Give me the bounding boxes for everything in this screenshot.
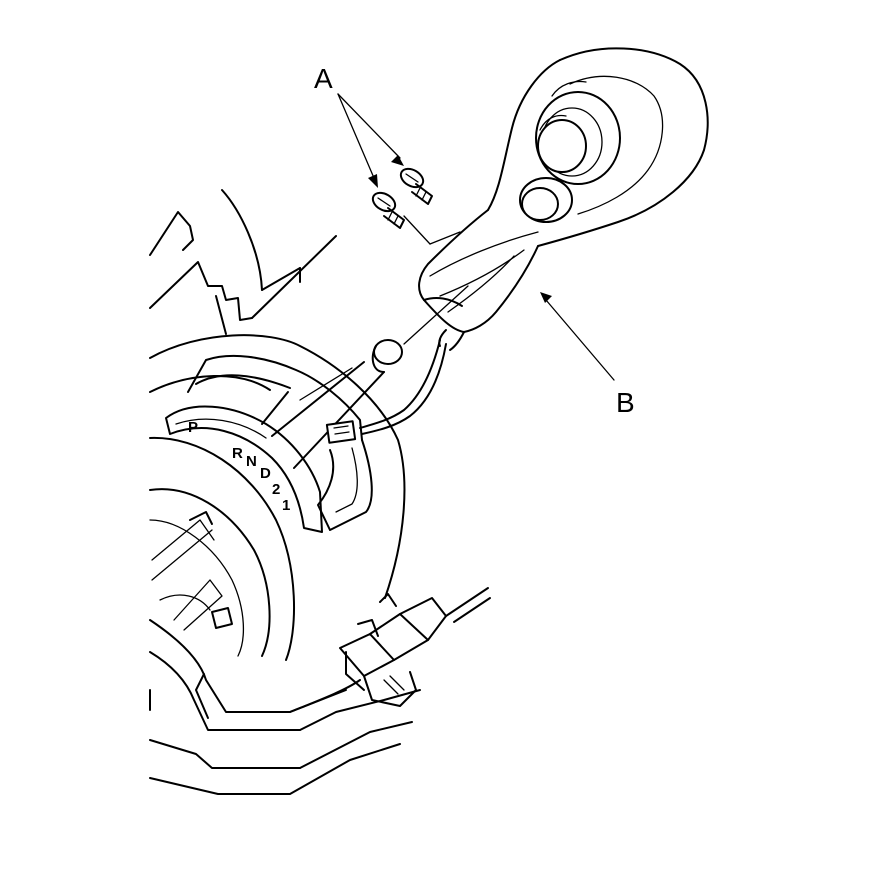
shift-knob-assembly [418, 47, 709, 351]
arrowhead-a-lower [368, 174, 378, 188]
harness-connector [325, 420, 357, 444]
gear-label-r: R [232, 445, 243, 462]
gear-label-n: N [246, 453, 257, 470]
wire-harness [325, 339, 447, 444]
console-housing [149, 189, 491, 795]
gear-label-1: 1 [282, 497, 290, 514]
shift-lever-shaft [271, 215, 469, 469]
screws [371, 167, 433, 229]
arrowhead-a-upper [391, 155, 404, 166]
gear-label-d: D [260, 465, 271, 482]
arrowhead-b [540, 292, 552, 303]
screw-upper [399, 167, 433, 205]
gear-indicator: P R N D 2 1 [188, 419, 290, 514]
callout-b-label: B [616, 387, 635, 418]
callout-leaders [337, 93, 615, 381]
screw-lower [371, 191, 405, 229]
callout-a-label: A [314, 63, 333, 94]
gear-label-p: P [188, 419, 198, 436]
gear-label-2: 2 [272, 481, 280, 498]
